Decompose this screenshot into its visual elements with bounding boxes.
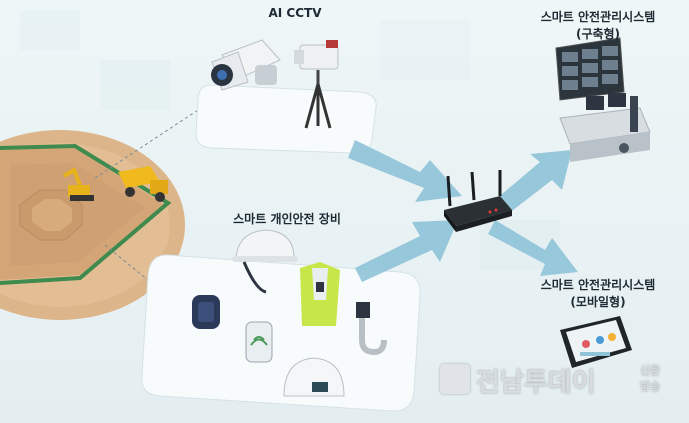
watermark-sub2: 방송 <box>640 380 661 393</box>
system-built-line2: (구축형) <box>575 27 621 41</box>
excavator-icon <box>62 167 94 201</box>
cctv-label: AI CCTV <box>268 6 322 20</box>
watermark-sub1: 신문 <box>640 364 661 377</box>
cctv-platform <box>195 84 377 154</box>
system-mobile-label: 스마트 안전관리시스템 (모바일형) <box>528 276 668 310</box>
system-mobile-line1: 스마트 안전관리시스템 <box>540 278 656 292</box>
control-room-icon <box>555 37 651 162</box>
helmet-icon <box>232 229 298 294</box>
safety-hook-icon <box>356 302 387 356</box>
arrow-router-to-mobile <box>488 220 578 276</box>
watermark-brand: 전남투데이 <box>476 368 596 398</box>
smart-helmet-icon <box>283 357 345 397</box>
tripod-camera-icon <box>294 40 339 129</box>
watermark-logo-icon <box>440 364 470 394</box>
wearables-platform <box>141 254 421 412</box>
system-mobile-line2: (모바일형) <box>570 295 626 309</box>
arrow-router-to-built <box>495 150 572 214</box>
safety-vest-icon <box>300 262 340 326</box>
dump-truck-icon <box>118 166 168 202</box>
system-built-line1: 스마트 안전관리시스템 <box>540 10 656 24</box>
nfc-tag-icon <box>245 321 273 363</box>
wearables-label: 스마트 개인안전 장비 <box>233 212 341 226</box>
data-flow-arrows <box>348 140 578 282</box>
connector-lines <box>94 109 199 291</box>
watermark: 전남투데이 신문 방송 <box>440 360 680 400</box>
smartphone-icon <box>560 316 632 368</box>
dome-camera-icon <box>211 39 281 91</box>
system-built-label: 스마트 안전관리시스템 (구축형) <box>528 8 668 42</box>
router-icon <box>444 170 512 232</box>
smart-watch-icon <box>192 295 220 329</box>
arrow-wearables-to-router <box>355 220 458 282</box>
background-pattern <box>20 10 560 270</box>
site-fence <box>0 143 172 285</box>
arrow-cctv-to-router <box>348 140 462 202</box>
